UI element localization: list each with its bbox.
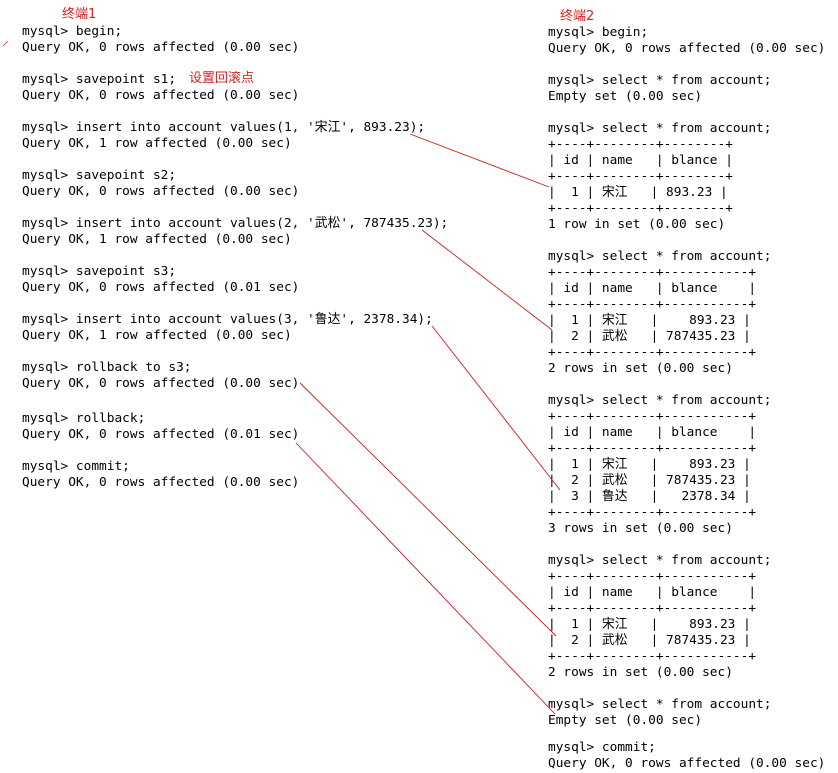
- t2-line: Query OK, 0 rows affected (0.00 sec): [548, 41, 826, 56]
- t2-line: Empty set (0.00 sec): [548, 89, 703, 104]
- t1-line: mysql> savepoint s2;: [22, 168, 177, 183]
- savepoint-note: 设置回滚点: [189, 71, 255, 86]
- t2-line: +----+--------+-----------+: [548, 505, 757, 520]
- cursor-mark-icon: ⸝: [2, 33, 9, 49]
- t2-line: | 1 | 宋江 | 893.23 |: [548, 185, 728, 200]
- t2-line: | id | name | blance |: [548, 153, 733, 168]
- t1-line: Query OK, 0 rows affected (0.00 sec): [22, 40, 300, 55]
- t1-line: Query OK, 0 rows affected (0.00 sec): [22, 88, 300, 103]
- t2-line: mysql> select * from account;: [548, 393, 772, 408]
- t2-line: mysql> begin;: [548, 25, 649, 40]
- t2-line: mysql> select * from account;: [548, 121, 772, 136]
- connector-insert3: [431, 325, 561, 491]
- t1-line: mysql> begin;: [22, 24, 123, 39]
- connector-insert1: [409, 133, 550, 188]
- connector-rollback-s3: [299, 382, 557, 637]
- t2-line: | id | name | blance |: [548, 425, 757, 440]
- t1-line: Query OK, 0 rows affected (0.01 sec): [22, 280, 300, 295]
- t2-line: +----+--------+-----------+: [548, 265, 757, 280]
- t1-line: mysql> rollback to s3;: [22, 360, 192, 375]
- t1-line: Query OK, 0 rows affected (0.00 sec): [22, 376, 300, 391]
- t2-line: | 3 | 鲁达 | 2378.34 |: [548, 489, 751, 504]
- t2-line: | 1 | 宋江 | 893.23 |: [548, 313, 751, 328]
- t1-line: mysql> savepoint s3;: [22, 264, 177, 279]
- t1-line: mysql> rollback;: [22, 411, 146, 426]
- t2-line: mysql> select * from account;: [548, 73, 772, 88]
- t2-line: +----+--------+-----------+: [548, 649, 757, 664]
- t2-line: 2 rows in set (0.00 sec): [548, 361, 733, 376]
- t2-line: 3 rows in set (0.00 sec): [548, 521, 733, 536]
- connector-insert2: [421, 229, 553, 331]
- t2-line: +----+--------+-----------+: [548, 409, 757, 424]
- t2-line: +----+--------+-----------+: [548, 297, 757, 312]
- t2-line: mysql> commit;: [548, 740, 656, 755]
- t2-line: +----+--------+--------+: [548, 201, 733, 216]
- t2-line: | id | name | blance |: [548, 281, 757, 296]
- t2-line: | 2 | 武松 | 787435.23 |: [548, 329, 751, 344]
- t1-line: mysql> savepoint s1;: [22, 72, 177, 87]
- t2-line: | 2 | 武松 | 787435.23 |: [548, 633, 751, 648]
- t1-line: mysql> insert into account values(2, '武松…: [22, 216, 449, 231]
- terminal1-title: 终端1: [62, 7, 97, 22]
- connector-rollback: [295, 442, 556, 715]
- t2-line: | 2 | 武松 | 787435.23 |: [548, 473, 751, 488]
- t1-line: mysql> insert into account values(3, '鲁达…: [22, 312, 433, 327]
- t2-line: | 1 | 宋江 | 893.23 |: [548, 617, 751, 632]
- t2-line: Empty set (0.00 sec): [548, 713, 703, 728]
- t2-line: mysql> select * from account;: [548, 553, 772, 568]
- terminal2-title: 终端2: [560, 9, 595, 24]
- t1-line: Query OK, 0 rows affected (0.00 sec): [22, 184, 300, 199]
- t1-line: Query OK, 1 row affected (0.00 sec): [22, 232, 292, 247]
- t1-line: mysql> commit;: [22, 459, 130, 474]
- t2-line: | 1 | 宋江 | 893.23 |: [548, 457, 751, 472]
- t2-line: mysql> select * from account;: [548, 697, 772, 712]
- t2-line: +----+--------+--------+: [548, 137, 733, 152]
- t2-line: +----+--------+-----------+: [548, 569, 757, 584]
- t2-line: Query OK, 0 rows affected (0.00 sec): [548, 756, 826, 771]
- t1-line: Query OK, 0 rows affected (0.01 sec): [22, 427, 300, 442]
- t1-line: Query OK, 0 rows affected (0.00 sec): [22, 475, 300, 490]
- t1-line: mysql> insert into account values(1, '宋江…: [22, 120, 426, 135]
- t2-line: +----+--------+-----------+: [548, 345, 757, 360]
- t2-line: 1 row in set (0.00 sec): [548, 217, 726, 232]
- t2-line: mysql> select * from account;: [548, 249, 772, 264]
- t2-line: | id | name | blance |: [548, 585, 757, 600]
- t1-line: Query OK, 1 row affected (0.00 sec): [22, 328, 292, 343]
- t2-line: +----+--------+-----------+: [548, 601, 757, 616]
- t2-line: +----+--------+-----------+: [548, 441, 757, 456]
- t2-line: +----+--------+--------+: [548, 169, 733, 184]
- t1-line: Query OK, 1 row affected (0.00 sec): [22, 136, 292, 151]
- t2-line: 2 rows in set (0.00 sec): [548, 665, 733, 680]
